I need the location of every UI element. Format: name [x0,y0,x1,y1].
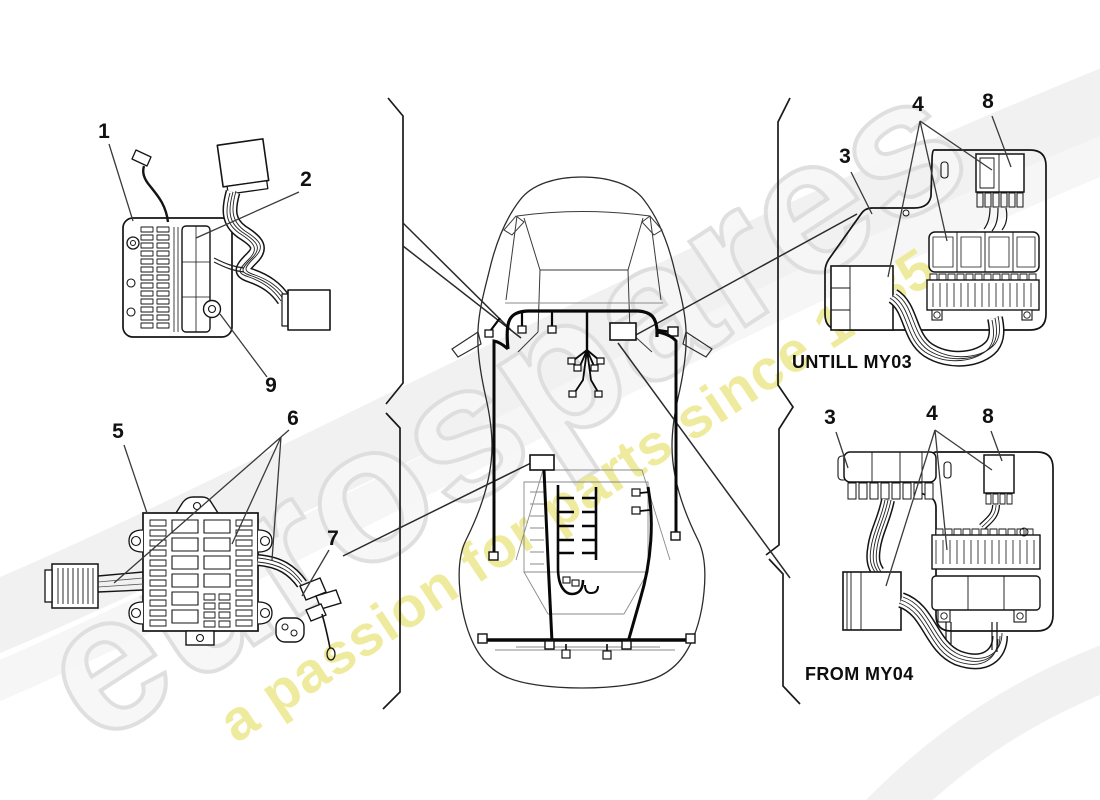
callout-3-bottom: 3 [824,406,836,429]
car-harness-front [484,309,681,561]
watermark-swoosh-3 [866,645,1100,800]
leader-front-left-b [402,245,522,339]
right-border-lower [768,558,801,705]
fuse-box-mount-ears [128,529,273,625]
watermark-swoosh-2 [0,135,1100,702]
ecu-box [122,217,233,338]
ecu-fin-slots [140,226,170,329]
label-from-my04: FROM MY04 [805,664,914,684]
ecu-top-connector [216,138,270,195]
callout-9: 9 [265,374,277,397]
leader-rear-right [617,342,791,579]
connector-8-block-my03 [975,153,1025,193]
section-borders [382,97,801,710]
location-leader-lines [342,213,858,579]
connector-strip-my03 [926,279,1040,311]
leader-front-right [633,213,858,337]
callout-4-top: 4 [912,93,924,116]
callout-leader-lines [108,115,1012,597]
callout-8-bottom: 8 [982,405,994,428]
ecu-screw [202,299,222,319]
car-mirror-left [451,331,482,358]
engine-bay-connector-box [529,454,555,471]
connector-4-strip-my04 [931,534,1041,570]
leader-engine-bay [342,462,532,557]
callout-7: 7 [327,527,339,550]
component-rear-harness-my04 [837,451,1054,670]
connector-3-row-my04 [843,451,937,483]
callout-2: 2 [300,168,312,191]
callout-8-top: 8 [982,90,994,113]
car-top-view [451,176,713,689]
left-border-lower [382,412,401,710]
ecu-antenna-wire [142,165,170,223]
label-untill-my03: UNTILL MY03 [792,352,912,372]
callout-6: 6 [287,407,299,430]
antenna-connector [131,149,152,167]
car-mirror-right [682,331,713,358]
panel-outline-my03 [824,149,1047,331]
ecu-side-connector [287,289,331,331]
small-connector-a [275,617,305,643]
connector-8-block-my04 [983,454,1015,494]
component-rear-harness-my03 [824,149,1047,367]
small-connector-d [305,603,327,622]
car-panel-lines [503,211,663,353]
component-fuse-relay-box [44,496,342,661]
large-connector-my04 [842,571,902,631]
fuse-slots-small [149,519,253,627]
connector-lower-strip-my04 [931,575,1041,611]
leader-front-left-a [402,222,512,331]
callout-numbers: 1 2 9 5 6 7 3 4 8 3 4 8 [98,90,994,550]
callout-3-top: 3 [839,145,851,168]
callout-4-bottom: 4 [926,402,938,425]
left-border-upper [385,97,404,405]
connector-4-upper-my03 [928,231,1040,273]
fuse-slots-large [171,519,231,624]
component-front-ecu-assembly [122,138,331,338]
callout-5: 5 [112,420,124,443]
front-right-connector-box [609,322,637,341]
right-border-upper [765,97,795,556]
car-harness-rear [477,454,696,660]
connector-3-box-my03 [830,265,894,331]
callout-1: 1 [98,120,110,143]
car-floor-lines [495,302,675,651]
fuse-box [142,512,259,632]
ribbon-connector [51,563,99,609]
